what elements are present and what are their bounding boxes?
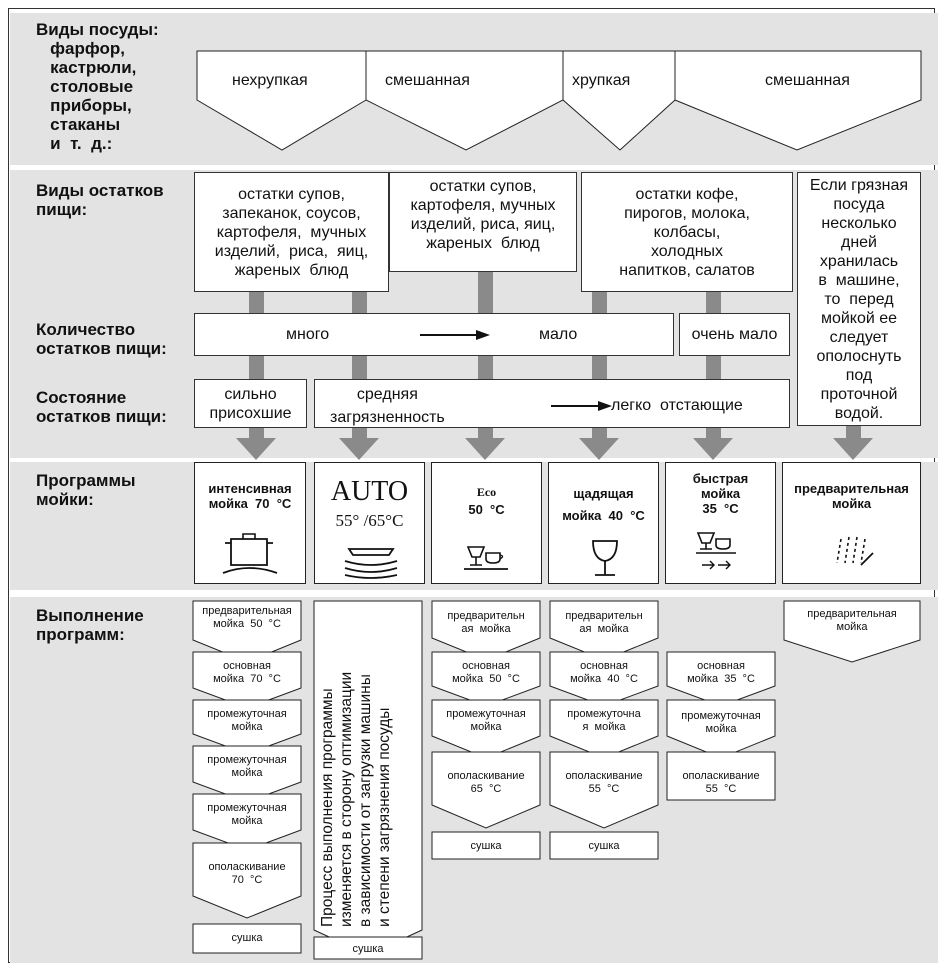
dish-type-2: смешанная (385, 72, 470, 89)
exec-col3-step-5: сушка (470, 840, 502, 852)
label-programs: Программы мойки: (36, 471, 136, 509)
exec-col4-step-4: ополаскивание 55 °C (565, 770, 643, 795)
dish-shape-3 (562, 50, 676, 151)
dish-type-1: нехрупкая (232, 72, 308, 89)
exec-col1-step-6: ополаскивание 70 °C (208, 861, 286, 886)
exec-col6-step-1: предварительная мойка (807, 608, 897, 633)
program-quick-name: быстрая мойка 35 °C (692, 471, 749, 516)
exec-col3-step-4: ополаскивание 65 °C (447, 770, 525, 795)
exec-col3-step-2: основная мойка 50 °C (452, 660, 520, 685)
residue-box-1: остатки супов, запеканок, соусов, картоф… (194, 172, 389, 292)
exec-col3-step-3: промежуточная мойка (446, 708, 526, 733)
dish-shape-1 (196, 50, 367, 151)
exec-col1-step-1: предварительная мойка 50 °C (202, 605, 292, 630)
pot-icon (222, 533, 278, 574)
program-eco-temp: 50 °C (468, 502, 505, 517)
amount-many: много (286, 326, 330, 343)
program-gentle[interactable]: щадящая мойка 40 °C (548, 462, 659, 584)
exec-col4-step-2: основная мойка 40 °C (570, 660, 638, 685)
exec-col4-step-5: сушка (588, 840, 620, 852)
exec-col4-step-1: предварительн ая мойка (565, 610, 643, 635)
exec-col1-step-3: промежуточная мойка (207, 708, 287, 733)
wine-glass-icon (592, 540, 618, 576)
state-box (314, 379, 790, 428)
program-eco-name: Eco (476, 485, 497, 499)
residue-box-3: остатки кофе, пирогов, молока, колбасы, … (581, 172, 793, 292)
program-prewash[interactable]: предварительная мойка (782, 462, 921, 584)
label-execution: Выполнение программ: (36, 606, 144, 644)
exec-auto-dry: сушка (352, 943, 384, 955)
program-prewash-name: предварительная мойка (794, 481, 909, 511)
exec-col4-step-3: промежуточна я мойка (567, 708, 641, 733)
amount-few: мало (539, 326, 578, 343)
program-auto[interactable]: AUTO 55° /65°C (314, 462, 425, 584)
program-eco[interactable]: Eco 50 °C (431, 462, 542, 584)
program-auto-name: AUTO (330, 476, 409, 507)
state-medium: средняя загрязненность (330, 386, 445, 426)
exec-col3-step-1: предварительн ая мойка (447, 610, 525, 635)
down-arrow-6 (833, 430, 873, 460)
down-arrow-2 (339, 430, 379, 460)
label-dish-types: Виды посуды: фарфор, кастрюли, столовые … (36, 20, 159, 153)
glass-cup-icon (464, 546, 508, 570)
state-dried: сильно присохшие (194, 379, 307, 428)
exec-col1-step-7: сушка (231, 932, 263, 944)
spray-icon (836, 536, 874, 566)
exec-col1-step-2: основная мойка 70 °C (213, 660, 281, 685)
down-arrow-1 (236, 430, 276, 460)
program-gentle-name: щадящая мойка 40 °C (562, 486, 645, 523)
exec-col1-step-4: промежуточная мойка (207, 754, 287, 779)
program-intensive[interactable]: интенсивная мойка 70 °C (194, 462, 306, 584)
label-state: Состояние остатков пищи: (36, 388, 167, 426)
exec-auto-text: Процесс выполнения программы изменяется … (319, 671, 393, 927)
amount-very-few: очень мало (679, 313, 790, 356)
label-amount: Количество остатков пищи: (36, 320, 167, 358)
dish-shape-2 (365, 50, 564, 151)
down-arrow-3 (465, 430, 505, 460)
glass-cup-arrows-icon (696, 532, 736, 570)
dish-type-4: смешанная (765, 72, 850, 89)
residue-box-4: Если грязная посуда несколько дней храни… (797, 172, 921, 426)
exec-col1-step-5: промежуточная мойка (207, 802, 287, 827)
down-arrow-5 (693, 430, 733, 460)
label-food-types: Виды остатков пищи: (36, 181, 164, 219)
stacked-dishes-icon (344, 548, 398, 579)
exec-col5-step-3: ополаскивание 55 °C (682, 770, 760, 795)
program-intensive-name: интенсивная мойка 70 °C (208, 481, 292, 511)
dish-shape-4 (674, 50, 922, 151)
down-arrow-4 (579, 430, 619, 460)
program-quick[interactable]: быстрая мойка 35 °C (665, 462, 776, 584)
exec-col5-step-1: основная мойка 35 °C (687, 660, 755, 685)
program-auto-temp: 55° /65°C (335, 511, 404, 530)
dish-type-3: хрупкая (572, 72, 631, 89)
exec-col5-step-2: промежуточная мойка (681, 710, 761, 735)
residue-box-2: остатки супов, картофеля, мучных изделий… (389, 172, 577, 272)
state-easy: легко отстающие (611, 397, 743, 414)
